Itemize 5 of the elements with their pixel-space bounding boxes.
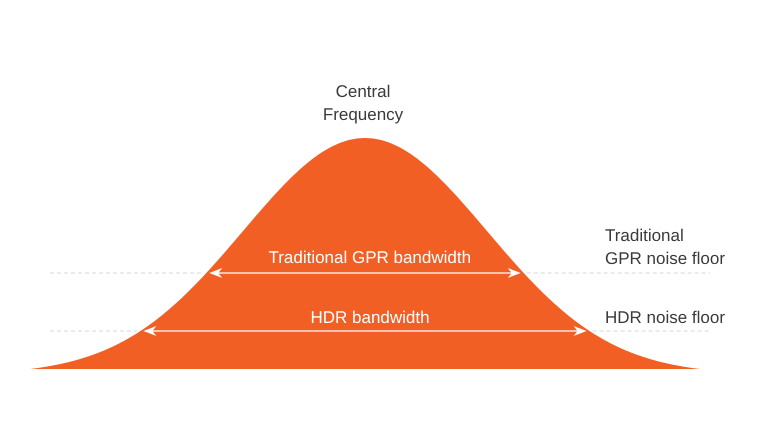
noise-floor-label: HDR noise floor: [605, 306, 725, 328]
bandwidth-label: HDR bandwidth: [310, 306, 430, 328]
noise-floor-label: Traditional GPR noise floor: [605, 225, 726, 270]
bandwidth-label: Traditional GPR bandwidth: [268, 246, 472, 268]
peak-label: Central Frequency: [322, 81, 404, 126]
